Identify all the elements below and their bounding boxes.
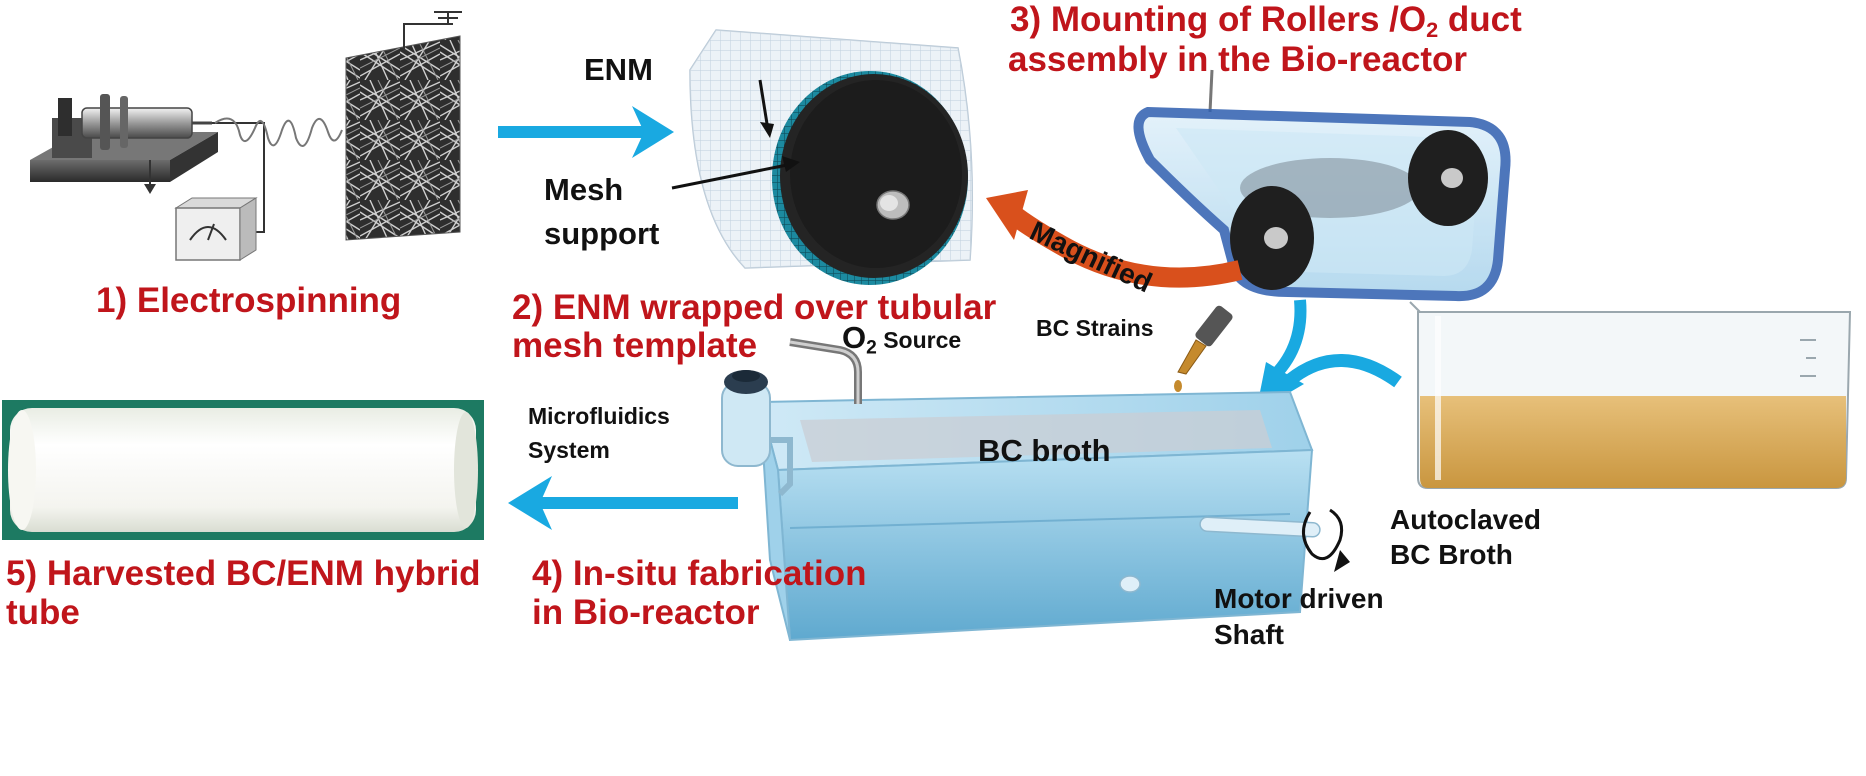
- roller-belt-assembly: [1133, 69, 1511, 302]
- magnified-arrow: [986, 190, 1243, 288]
- autoclaved-label-line1: Autoclaved: [1390, 504, 1541, 535]
- microfluidics-label-line1: Microfluidics: [528, 403, 670, 429]
- microfluidics-pump: [721, 370, 793, 497]
- motor-shaft-label-line1: Motor driven: [1214, 583, 1384, 614]
- o2-sub: 2: [866, 337, 877, 359]
- step-2-title-line1: 2) ENM wrapped over tubular: [512, 288, 997, 327]
- bioreactor-tank: [758, 390, 1350, 642]
- mesh-support-label-line2: support: [544, 216, 660, 251]
- autoclaved-label-line2: BC Broth: [1390, 539, 1513, 570]
- mesh-support-label-line1: Mesh: [544, 172, 624, 207]
- collector-fiber-mat: [345, 11, 462, 241]
- step-3-title-line2: assembly in the Bio-reactor: [1008, 40, 1468, 79]
- bc-broth-label: BC broth: [978, 433, 1111, 468]
- harvested-tube-photo: [2, 400, 484, 540]
- flow-arrow-4-to-5: [508, 476, 738, 530]
- motor-shaft-label-line2: Shaft: [1214, 619, 1284, 650]
- o2-source-label: O2 Source: [842, 320, 962, 359]
- flow-arrow-1-to-2: [498, 106, 674, 158]
- mesh-template-figure: [671, 29, 974, 285]
- flow-arrow-rollers-down: [1270, 299, 1307, 380]
- step-5-title-line1: 5) Harvested BC/ENM hybrid: [6, 554, 481, 593]
- step-4-title-line1: 4) In-situ fabrication: [532, 554, 867, 593]
- o2-main: O: [842, 320, 867, 355]
- step-2-title-line2: mesh template: [512, 326, 758, 365]
- bc-strains-label: BC Strains: [1036, 315, 1154, 341]
- step-4-title-line2: in Bio-reactor: [532, 593, 760, 632]
- o2-duct: [789, 338, 862, 404]
- step-3-title-line1-b: duct: [1438, 0, 1522, 39]
- microfluidics-label-line2: System: [528, 437, 610, 463]
- step-1-title: 1) Electrospinning: [96, 281, 402, 320]
- step-3-title-line1-a: 3) Mounting of Rollers /O: [1010, 0, 1427, 39]
- beaker: [1409, 301, 1852, 489]
- step-3-title-line1: 3) Mounting of Rollers /O2 duct: [1010, 0, 1522, 43]
- electrospinning-setup: [30, 94, 343, 233]
- enm-label: ENM: [584, 52, 653, 87]
- o2-source-text: Source: [876, 327, 962, 353]
- step-5-title-line2: tube: [6, 593, 80, 632]
- dropper-icon: [1174, 305, 1233, 392]
- step-3-title-line1-sub: 2: [1426, 17, 1439, 43]
- voltage-meter-icon: [174, 197, 258, 261]
